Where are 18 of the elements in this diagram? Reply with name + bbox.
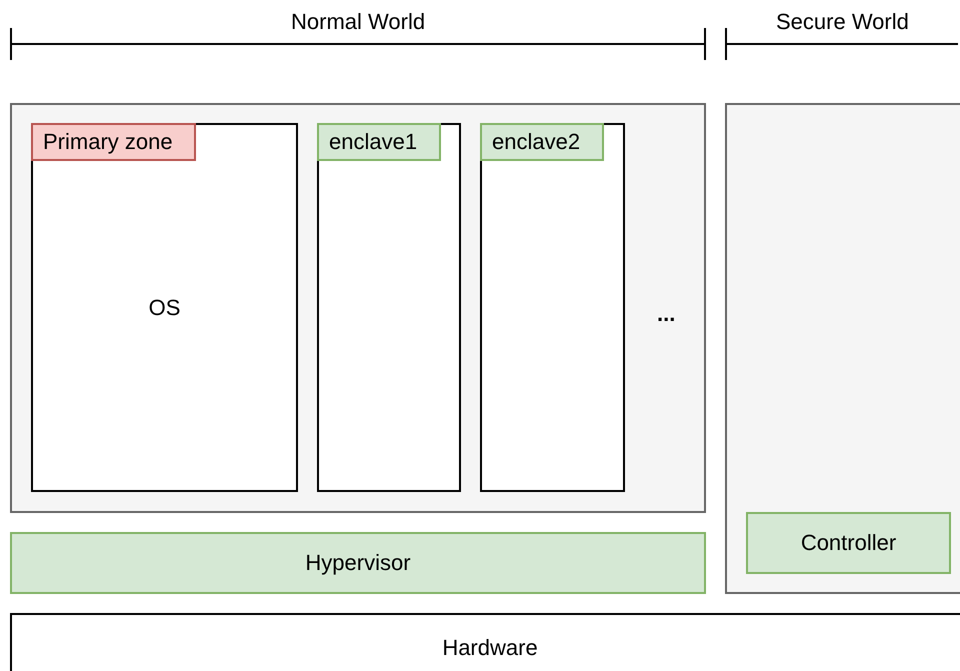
layer-label: Hardware <box>441 635 539 661</box>
layer-box <box>746 512 951 574</box>
world-heading: Secure World <box>776 9 909 35</box>
world-heading: Normal World <box>291 9 426 35</box>
zone-box <box>31 123 298 492</box>
panel <box>10 103 706 513</box>
layer-label: Hypervisor <box>304 550 412 576</box>
zone-tag: Primary zone <box>31 123 196 161</box>
panel <box>725 103 960 594</box>
zone-box <box>480 123 625 492</box>
layer-label: OS <box>148 294 182 320</box>
zone-tag: enclave2 <box>480 123 604 161</box>
layer-box <box>10 613 960 671</box>
ellipsis: ... <box>657 301 676 327</box>
zone-tag: enclave1 <box>317 123 441 161</box>
layer-label: Controller <box>800 530 898 556</box>
layer-box <box>10 532 706 594</box>
zone-box <box>317 123 461 492</box>
